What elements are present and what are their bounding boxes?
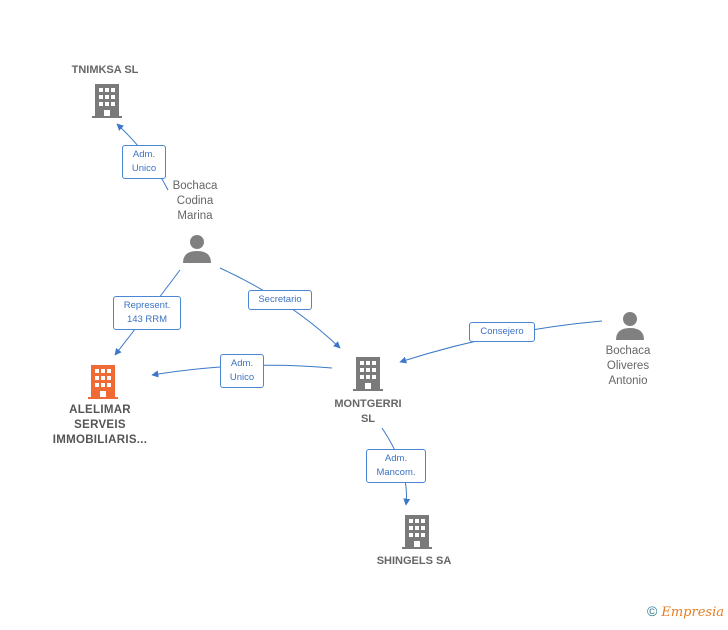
alelimar-label[interactable]: ALELIMAR SERVEIS IMMOBILIARIS...: [52, 404, 148, 446]
montgerri-building-icon[interactable]: [353, 357, 383, 391]
alelimar-building-icon[interactable]: [88, 365, 118, 399]
brand-logo: Empresia: [661, 605, 724, 620]
edge-label-secretario: Secretario: [248, 290, 312, 310]
tnimksa-label[interactable]: TNIMKSA SL: [71, 64, 139, 76]
edge-label-adm-unico-alelimar: Adm. Unico: [220, 354, 264, 388]
bochaca-marina-person-icon[interactable]: [182, 233, 212, 263]
copyright-symbol: ©: [647, 603, 658, 619]
bochaca-marina-label[interactable]: Bochaca Codina Marina: [172, 180, 218, 222]
shingels-building-icon[interactable]: [402, 515, 432, 549]
edge-label-represent: Represent. 143 RRM: [113, 296, 181, 330]
bochaca-antonio-person-icon[interactable]: [615, 310, 645, 340]
edge-label-adm-unico-tnimksa: Adm. Unico: [122, 145, 166, 179]
shingels-label[interactable]: SHINGELS SA: [376, 555, 452, 567]
bochaca-antonio-label[interactable]: Bochaca Oliveres Antonio: [605, 345, 651, 387]
montgerri-label[interactable]: MONTGERRI SL: [334, 398, 402, 425]
footer-brand[interactable]: ©Empresia: [647, 603, 724, 620]
edge-label-consejero: Consejero: [469, 322, 535, 342]
tnimksa-building-icon[interactable]: [92, 84, 122, 118]
edge-label-adm-mancom: Adm. Mancom.: [366, 449, 426, 483]
